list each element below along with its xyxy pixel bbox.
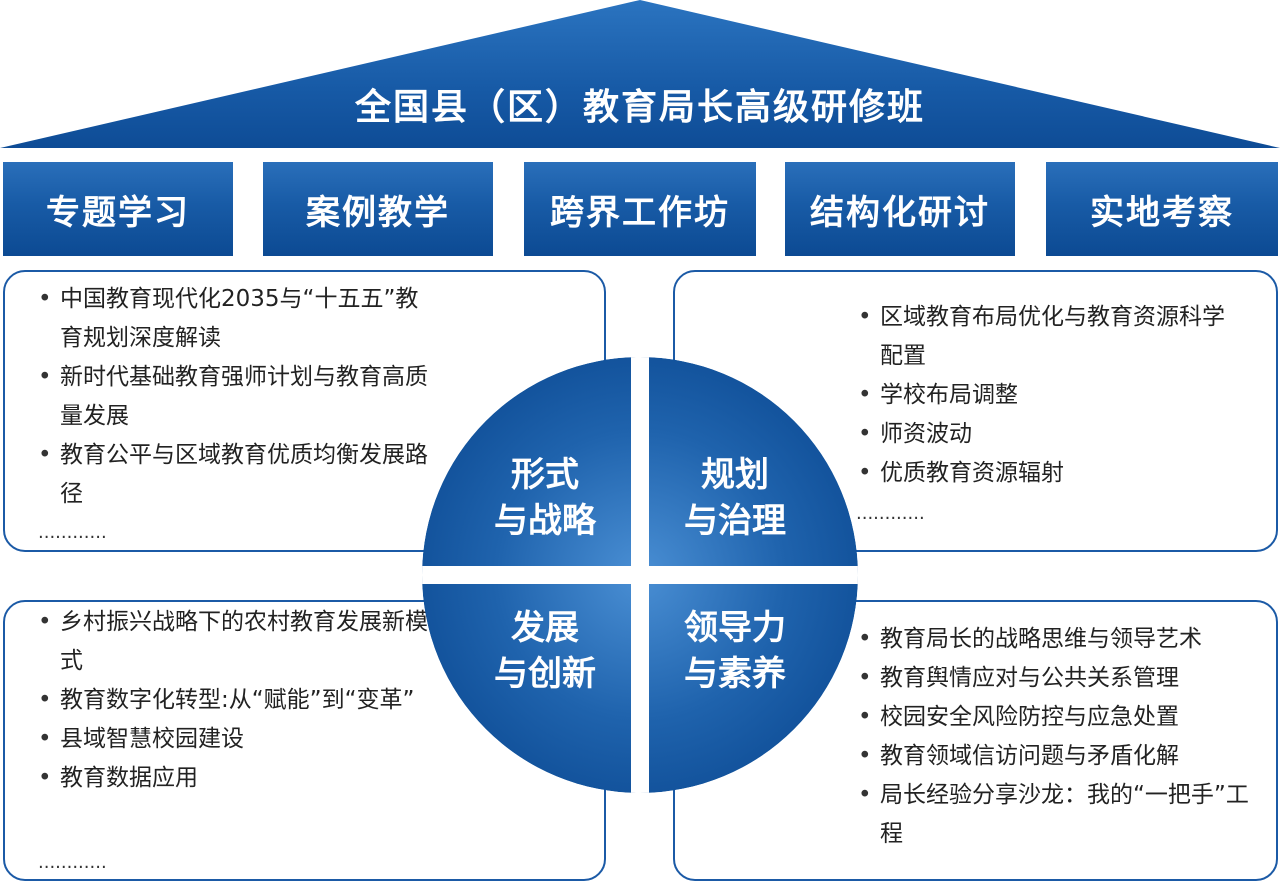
list-item: 教育数字化转型:从“赋能”到“变革” bbox=[36, 681, 436, 720]
ellipsis: ............ bbox=[38, 852, 107, 873]
list-item: 教育局长的战略思维与领导艺术 bbox=[856, 620, 1256, 659]
quadrant-label-form-strategy: 形式 与战略 bbox=[470, 452, 620, 544]
central-quadrant-circle bbox=[422, 357, 858, 793]
pillar-structured-discussion: 结构化研讨 bbox=[785, 162, 1015, 256]
list-item: 优质教育资源辐射 bbox=[856, 454, 1246, 493]
list-item: 教育公平与区域教育优质均衡发展路径 bbox=[36, 436, 436, 514]
quadrant-label-line: 形式 bbox=[511, 455, 579, 495]
quadrant-label-line: 发展 bbox=[511, 608, 579, 648]
topic-list-planning-governance: 区域教育布局优化与教育资源科学配置 学校布局调整 师资波动 优质教育资源辐射 bbox=[856, 298, 1246, 493]
quadrant-label-planning-governance: 规划 与治理 bbox=[660, 452, 810, 544]
quadrant-label-line: 与治理 bbox=[684, 501, 786, 541]
quadrant-label-line: 与战略 bbox=[494, 501, 596, 541]
list-item: 教育舆情应对与公共关系管理 bbox=[856, 659, 1256, 698]
quadrant-label-line: 与素养 bbox=[684, 654, 786, 694]
method-pillars: 专题学习 案例教学 跨界工作坊 结构化研讨 实地考察 bbox=[0, 162, 1280, 256]
pillar-cross-workshop: 跨界工作坊 bbox=[524, 162, 756, 256]
list-item: 教育领域信访问题与矛盾化解 bbox=[856, 737, 1256, 776]
ellipsis: ............ bbox=[38, 522, 107, 543]
roof-banner bbox=[0, 0, 1280, 148]
list-item: 县域智慧校园建设 bbox=[36, 720, 436, 759]
program-title: 全国县（区）教育局长高级研修班 bbox=[354, 87, 925, 128]
list-item: 中国教育现代化2035与“十五五”教育规划深度解读 bbox=[36, 280, 436, 358]
pillar-topic-study: 专题学习 bbox=[3, 162, 233, 256]
list-item: 师资波动 bbox=[856, 415, 1246, 454]
list-item: 教育数据应用 bbox=[36, 759, 436, 798]
quadrant-label-leadership-literacy: 领导力 与素养 bbox=[660, 605, 810, 697]
quadrant-label-line: 与创新 bbox=[494, 654, 596, 694]
pillar-case-teaching: 案例教学 bbox=[263, 162, 493, 256]
list-item: 学校布局调整 bbox=[856, 376, 1246, 415]
quadrant-label-line: 规划 bbox=[701, 455, 769, 495]
list-item: 区域教育布局优化与教育资源科学配置 bbox=[856, 298, 1246, 376]
topic-list-leadership-literacy: 教育局长的战略思维与领导艺术 教育舆情应对与公共关系管理 校园安全风险防控与应急… bbox=[856, 620, 1256, 854]
topic-list-form-strategy: 中国教育现代化2035与“十五五”教育规划深度解读 新时代基础教育强师计划与教育… bbox=[36, 280, 436, 514]
list-item: 新时代基础教育强师计划与教育高质量发展 bbox=[36, 358, 436, 436]
ellipsis: ............ bbox=[856, 503, 925, 524]
quadrant-label-development-innovation: 发展 与创新 bbox=[470, 605, 620, 697]
list-item: 乡村振兴战略下的农村教育发展新模式 bbox=[36, 603, 436, 681]
pillar-field-visit: 实地考察 bbox=[1046, 162, 1278, 256]
list-item: 局长经验分享沙龙：我的“一把手”工程 bbox=[856, 776, 1256, 854]
quadrant-label-line: 领导力 bbox=[684, 608, 786, 648]
topic-list-development-innovation: 乡村振兴战略下的农村教育发展新模式 教育数字化转型:从“赋能”到“变革” 县域智… bbox=[36, 603, 436, 798]
list-item: 校园安全风险防控与应急处置 bbox=[856, 698, 1256, 737]
